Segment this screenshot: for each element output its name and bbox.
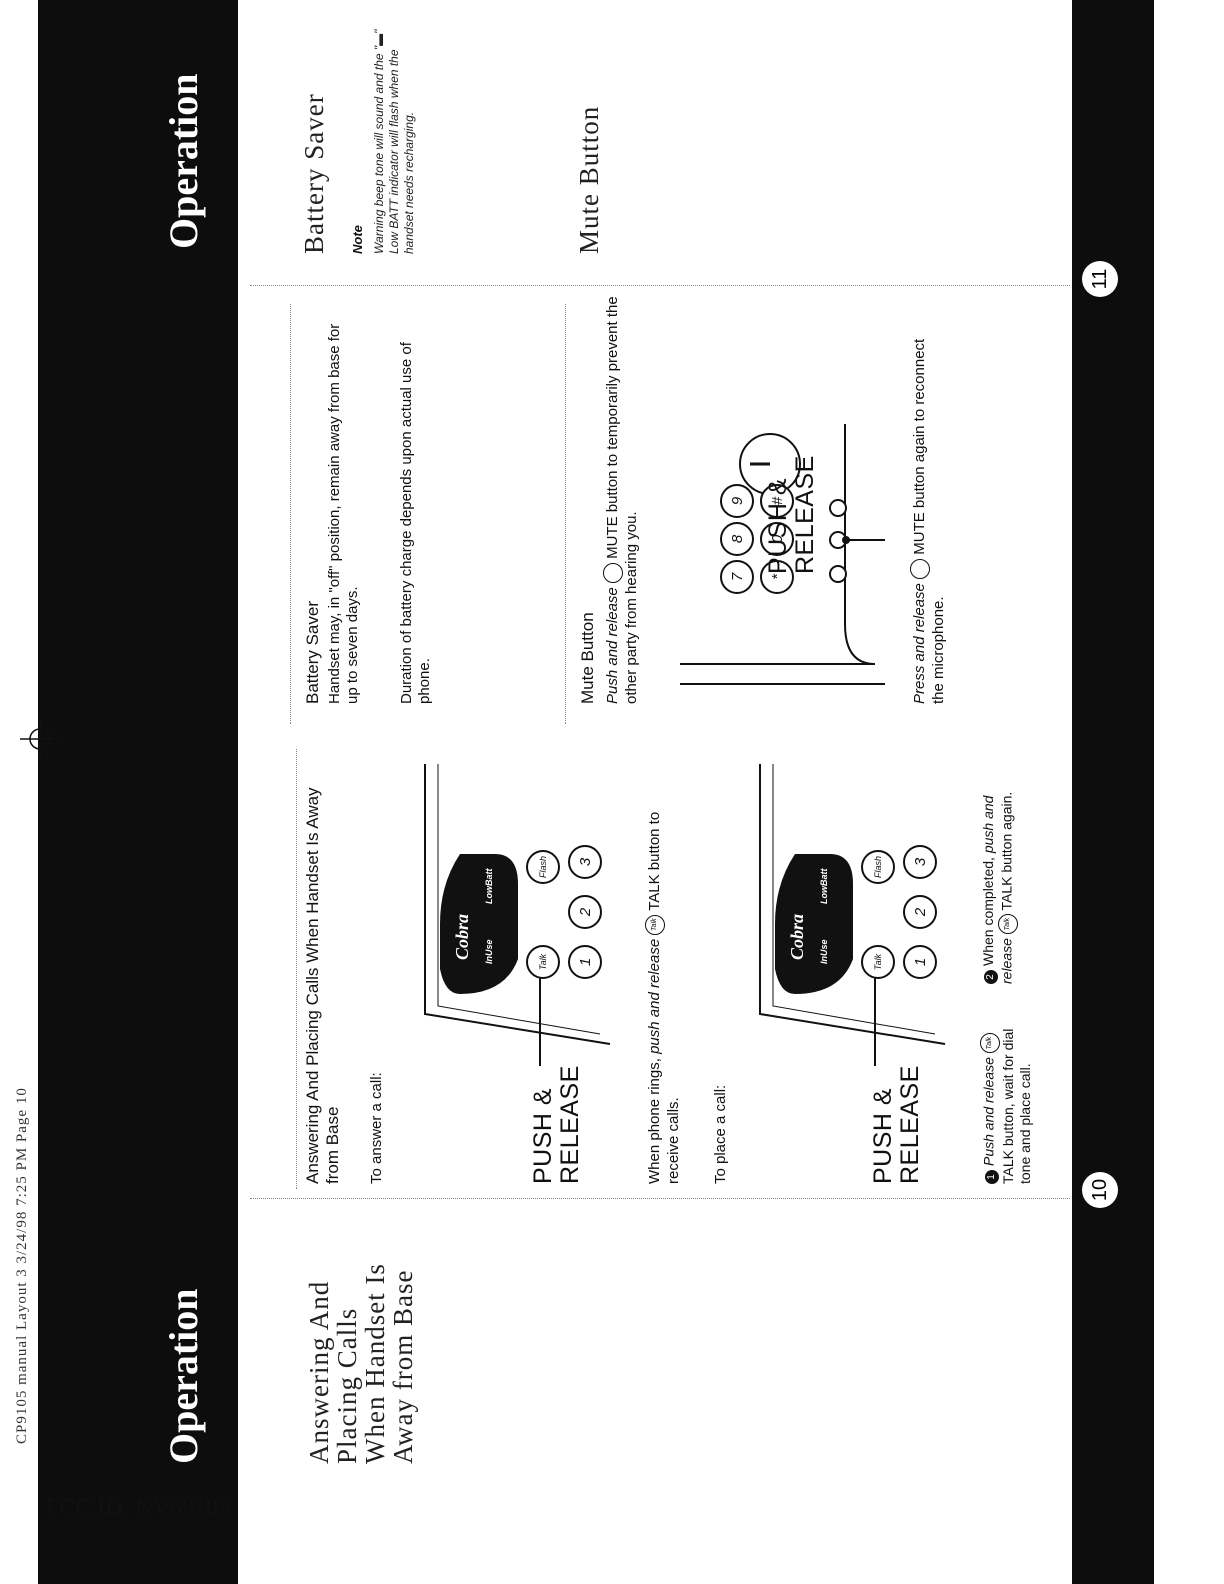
battery-heading: Battery Saver	[303, 601, 322, 704]
mute-icon	[603, 563, 623, 584]
step1-bullet: 1	[984, 1170, 999, 1184]
note-label: Note	[350, 225, 365, 254]
lowbatt-label: LowBatt	[484, 868, 494, 905]
step2-pre: When completed,	[980, 853, 996, 966]
push-label2-line2: RELEASE	[896, 1065, 924, 1184]
push-label2-line1: PUSH &	[869, 1087, 897, 1184]
right-page-number: 11	[1082, 261, 1118, 297]
key-2-b: 2	[903, 895, 937, 929]
fcc-id: FCC ID: NV69105	[46, 1495, 231, 1521]
flash-key: Flash	[526, 850, 560, 884]
bottom-band: 10 11	[1072, 0, 1154, 1584]
inuse-label-2: InUse	[819, 939, 829, 964]
step-1: 1 Push and release Talk TALK button, wait…	[980, 1014, 1034, 1184]
step1-rest: TALK button, wait for dial tone and plac…	[1000, 1028, 1033, 1184]
answer-instructions: When phone rings, push and release Talk …	[645, 764, 683, 1184]
mute-para2-italic: Press and release	[910, 583, 928, 704]
lowbatt-label-2: LowBatt	[819, 868, 829, 905]
mute-heading: Mute Button	[578, 612, 597, 704]
mute-push-release-label: PUSH & RELEASE	[764, 455, 819, 574]
key-3-b: 3	[903, 845, 937, 879]
talk-icon-step2: Talk	[998, 914, 1018, 935]
key-9: 9	[720, 484, 754, 518]
mute-push-line2: RELEASE	[791, 455, 819, 574]
mute-para2: Press and release MUTE button again to r…	[910, 314, 948, 704]
flash-key-2: Flash	[861, 850, 895, 884]
key-8: 8	[720, 522, 754, 556]
battery-para1: Handset may, in "off" position, remain a…	[326, 323, 361, 704]
right-section-rule	[290, 304, 291, 724]
left-side-heading: Answering And Placing Calls When Handset…	[304, 1263, 418, 1464]
place-intro: To place a call:	[712, 1084, 729, 1184]
right-banner-title: Operation	[161, 73, 206, 249]
header-stamp: CP9105 manual Layout 3 3/24/98 7:25 PM P…	[14, 1087, 30, 1444]
answer-text-pre: When phone rings,	[645, 1053, 663, 1184]
left-page-number: 10	[1082, 1172, 1118, 1208]
calls-section-title: Answering And Placing Calls When Handset…	[303, 787, 342, 1184]
mute-push-line1: PUSH &	[764, 477, 792, 574]
mute-side-heading: Mute Button	[574, 105, 604, 254]
push-label-line2: RELEASE	[556, 1065, 584, 1184]
brand-logo-2: Cobra	[787, 913, 807, 960]
talk-key: Talk	[526, 945, 560, 979]
step1-italic: Push and release	[980, 1057, 997, 1166]
phone-illustration-answer: Cobra InUse LowBatt Talk Flash 1 2 3	[400, 764, 630, 1184]
key-7: 7	[720, 560, 754, 594]
step-2: 2When completed, push and release Talk T…	[980, 784, 1018, 984]
brand-logo: Cobra	[452, 913, 472, 960]
push-release-label-2: PUSH & RELEASE	[869, 1065, 924, 1184]
answer-text-italic: push and release	[645, 938, 663, 1054]
key-3: 3	[568, 845, 602, 879]
key-2: 2	[568, 895, 602, 929]
mute-para1: Push and release MUTE button to temporar…	[603, 294, 641, 704]
push-release-label-1: PUSH & RELEASE	[529, 1065, 584, 1184]
answer-intro: To answer a call:	[368, 1072, 385, 1184]
push-label-line1: PUSH &	[529, 1087, 557, 1184]
mute-para1-italic: Push and release	[603, 587, 621, 704]
inuse-label: InUse	[484, 939, 494, 964]
right-section-rule-2	[565, 304, 566, 724]
note-text: Warning beep tone will sound and the "▬"…	[372, 29, 416, 254]
talk-key-2: Talk	[861, 945, 895, 979]
phone-illustration-place: Cobra InUse LowBatt Talk Flash 1 2 3	[735, 764, 965, 1184]
left-column-divider	[250, 1198, 1070, 1199]
mute-icon-2	[910, 558, 930, 579]
mute-keypad-illustration: 7 8 9 * 0 #	[670, 404, 890, 704]
right-column-divider	[250, 285, 1070, 286]
step2-rest: TALK button again.	[998, 791, 1015, 915]
left-section-rule	[296, 749, 297, 1189]
key-1-b: 1	[903, 945, 937, 979]
battery-side-heading: Battery Saver	[299, 93, 329, 254]
talk-icon: Talk	[645, 914, 665, 935]
talk-icon-step1: Talk	[980, 1033, 1000, 1054]
battery-para2: Duration of battery charge depends upon …	[398, 342, 433, 704]
key-1: 1	[568, 945, 602, 979]
left-banner-title: Operation	[161, 1288, 206, 1464]
step2-bullet: 2	[984, 970, 998, 984]
top-banner: Operation Operation	[38, 0, 238, 1584]
crosshair-mark-icon	[20, 719, 60, 759]
